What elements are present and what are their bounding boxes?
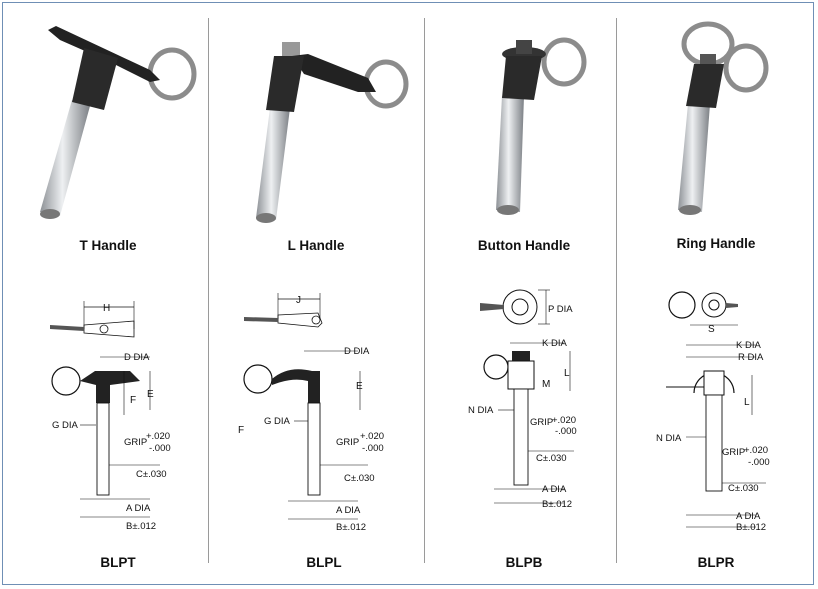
ring-icon (147, 47, 197, 101)
l-grip-icon (292, 54, 376, 92)
dim-b-label: B±.012 (736, 522, 766, 533)
handle-body (502, 56, 542, 100)
product-title: Button Handle (477, 238, 571, 253)
pin-shaft (40, 100, 90, 216)
dim-f-label: F (238, 425, 244, 436)
pin-shaft (96, 402, 110, 496)
grip-label: GRIP (722, 447, 745, 458)
grip-tol-minus: -.000 (149, 443, 171, 454)
dim-d-label: D DIA (344, 346, 370, 357)
dim-a-label: A DIA (736, 511, 761, 522)
product-column-l-handle: L Handle J D DIA E F G DIA GRIP +.020 -.… (208, 0, 424, 589)
handle-body (266, 56, 304, 112)
dim-k-label: K DIA (736, 340, 761, 351)
dim-d-label: D DIA (124, 352, 150, 363)
product-title: L Handle (287, 238, 345, 253)
dim-g-label: G DIA (264, 416, 291, 427)
pin-shaft (256, 108, 290, 220)
grip-tol-plus: +.020 (744, 445, 768, 456)
dim-c-label: C±.030 (536, 453, 567, 464)
dim-s-label: S (708, 324, 715, 335)
product-column-t-handle: T Handle H D DIA E F G DIA GRIP +.020 -.… (0, 0, 208, 589)
pin-shaft (496, 96, 524, 212)
dim-a-label: A DIA (336, 505, 361, 516)
model-number: BLPB (505, 555, 543, 570)
button-handle-photo (496, 37, 587, 215)
pin-shaft (307, 402, 321, 496)
handle-body (72, 48, 118, 110)
t-handle-dimension-drawing: H D DIA E F G DIA GRIP +.020 -.000 C±.03… (50, 301, 171, 532)
dim-a-label: A DIA (126, 503, 151, 514)
ring-icon (723, 43, 769, 93)
product-column-ring-handle: Ring Handle S K DIA R DIA L N DIA GRIP +… (616, 0, 814, 589)
product-title: T Handle (79, 238, 137, 253)
grip-label: GRIP (530, 417, 553, 428)
ring-icon (363, 59, 409, 109)
ring-handle-photo (678, 21, 769, 215)
dim-c-label: C±.030 (136, 469, 167, 480)
pin-shaft (678, 104, 710, 212)
dim-f-label: F (130, 395, 136, 406)
model-number: BLPR (697, 555, 735, 570)
grip-tol-minus: -.000 (555, 426, 577, 437)
pin-shaft (705, 394, 723, 492)
ring-icon (51, 366, 81, 396)
dim-k-label: K DIA (542, 338, 567, 349)
dim-h-label: H (103, 303, 110, 314)
dim-p-label: P DIA (548, 304, 573, 315)
column-divider (208, 18, 209, 563)
dim-m-label: M (542, 379, 550, 390)
pin-shaft (513, 388, 529, 486)
dim-e-label: E (147, 389, 154, 400)
dim-r-label: R DIA (738, 352, 764, 363)
dim-j-label: J (296, 295, 301, 306)
dim-c-label: C±.030 (344, 473, 375, 484)
model-number: BLPT (100, 555, 136, 570)
dim-g-label: G DIA (52, 420, 79, 431)
dim-b-label: B±.012 (126, 521, 156, 532)
grip-tol-plus: +.020 (146, 431, 170, 442)
dim-l-label: L (744, 397, 750, 408)
t-handle-photo (40, 26, 197, 219)
ring-icon (243, 364, 273, 394)
grip-tol-minus: -.000 (748, 457, 770, 468)
model-number: BLPL (306, 555, 342, 570)
button-handle-dimension-drawing: P DIA K DIA L M N DIA GRIP +.020 -.000 C… (468, 289, 577, 510)
handle-body (686, 64, 724, 108)
dim-l-label: L (564, 368, 570, 379)
dim-n-label: N DIA (656, 433, 682, 444)
l-handle-photo (256, 42, 409, 223)
dim-c-label: C±.030 (728, 483, 759, 494)
grip-label: GRIP (124, 437, 147, 448)
l-handle-dimension-drawing: J D DIA E F G DIA GRIP +.020 -.000 C±.03… (238, 293, 384, 533)
grip-tol-minus: -.000 (362, 443, 384, 454)
column-divider (616, 18, 617, 563)
column-divider (424, 18, 425, 563)
dim-e-label: E (356, 381, 363, 392)
ring-icon (483, 354, 509, 380)
grip-tol-plus: +.020 (360, 431, 384, 442)
grip-tol-plus: +.020 (552, 415, 576, 426)
dim-b-label: B±.012 (336, 522, 366, 533)
dim-b-label: B±.012 (542, 499, 572, 510)
ring-icon (541, 37, 587, 87)
product-title: Ring Handle (676, 236, 756, 251)
dim-n-label: N DIA (468, 405, 494, 416)
product-column-button-handle: Button Handle P DIA K DIA L M N DIA GRIP… (424, 0, 616, 589)
dim-a-label: A DIA (542, 484, 567, 495)
grip-label: GRIP (336, 437, 359, 448)
ring-icon (668, 291, 696, 319)
ring-handle-dimension-drawing: S K DIA R DIA L N DIA GRIP +.020 -.000 C… (656, 291, 770, 533)
